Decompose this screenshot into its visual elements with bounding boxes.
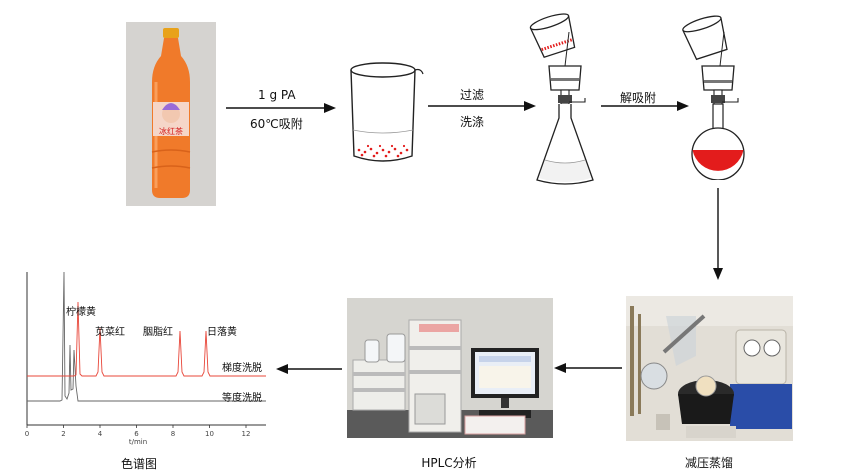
beaker-illustration <box>350 62 424 162</box>
caption-chromatogram: 色谱图 <box>120 457 158 471</box>
x-tick-label: 12 <box>242 430 251 438</box>
chromatogram-plot: 0 2 4 6 8 10 12 t/min 柠檬黄 苋菜红 胭脂红 日落黄 梯度洗脱 等度洗… <box>25 271 266 446</box>
rotary-evaporator-photo <box>626 296 793 441</box>
caption-evaporation: 减压蒸馏 <box>684 456 734 470</box>
x-tick-label: 10 <box>205 430 214 438</box>
label-wash: 洗涤 <box>460 115 485 129</box>
x-tick-label: 0 <box>25 430 29 438</box>
label-filter: 过滤 <box>460 88 485 102</box>
trace-isocratic <box>27 271 266 402</box>
round-flask-illustration <box>682 15 745 180</box>
caption-hplc: HPLC分析 <box>421 456 477 470</box>
x-tick-label: 2 <box>61 430 65 438</box>
arrow-desorption <box>601 101 689 111</box>
filtration-flask-illustration <box>529 13 594 185</box>
x-tick-label: 8 <box>171 430 175 438</box>
adsorbent-particles <box>357 144 409 158</box>
x-tick-label: 4 <box>98 430 103 438</box>
peak-label-tartrazine: 柠檬黄 <box>66 305 96 318</box>
arrow-down-to-evaporation <box>713 188 723 280</box>
label-desorb: 解吸附 <box>620 91 657 105</box>
label-adsorb-condition: 60℃吸附 <box>250 117 303 131</box>
x-tick-label: 6 <box>134 430 139 438</box>
peak-label-amaranth: 苋菜红 <box>95 325 125 338</box>
arrow-adsorption <box>226 103 336 113</box>
peak-label-sunset-yellow: 日落黄 <box>207 325 237 338</box>
hplc-instrument-photo <box>347 298 553 438</box>
peak-label-ponceau: 胭脂红 <box>143 325 173 338</box>
trace-label-gradient: 梯度洗脱 <box>222 361 262 374</box>
beverage-bottle-photo: 冰红茶 <box>126 22 216 206</box>
bottle-label-text: 冰红茶 <box>159 126 183 136</box>
arrow-filter-wash <box>428 101 536 111</box>
label-adsorb-amount: 1 g PA <box>258 88 296 102</box>
chromatogram-x-axis-label: t/min <box>129 438 147 446</box>
arrow-to-hplc <box>554 363 622 373</box>
trace-label-isocratic: 等度洗脱 <box>222 391 262 404</box>
arrow-to-chromatogram <box>276 364 342 374</box>
trace-gradient <box>27 301 266 377</box>
